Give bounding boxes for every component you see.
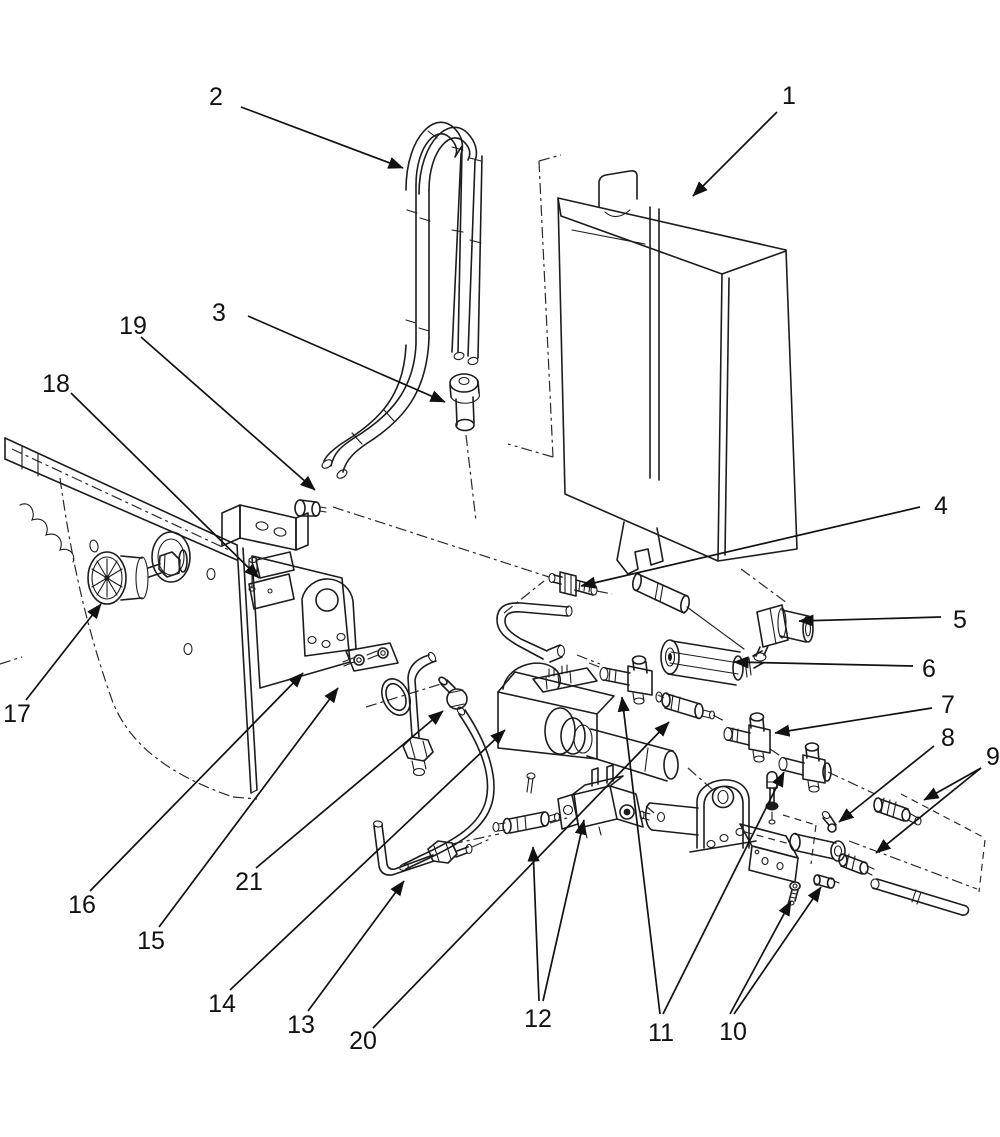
callout-label-11: 11 [648, 1019, 674, 1047]
check-valve-center [655, 691, 716, 720]
pump-bracket [689, 779, 757, 853]
spacer-cylinder [789, 832, 846, 862]
callout-label-7: 7 [941, 691, 955, 719]
callout-label-1: 1 [782, 82, 796, 110]
callout-label-16: 16 [68, 891, 96, 919]
callout-label-9: 9 [986, 743, 1000, 771]
plug-fitting [813, 874, 840, 889]
callout-label-19: 19 [119, 312, 147, 340]
o-ring [381, 678, 411, 716]
callout-label-6: 6 [922, 655, 936, 683]
callout-label-17: 17 [3, 700, 31, 728]
clamp-plate [342, 642, 399, 672]
callout-label-14: 14 [208, 990, 236, 1018]
knurled-fitting-2 [838, 853, 875, 876]
callouts: 1 2 3 4 5 6 7 8 9 10 11 12 13 14 15 16 1… [3, 82, 1000, 1055]
tube-stub [631, 572, 745, 650]
elbow-pipe [496, 602, 573, 663]
tube-fitting [449, 373, 480, 432]
tee-fitting-2 [723, 712, 771, 763]
check-valve-left [492, 811, 561, 835]
bulkhead-fitting [294, 499, 327, 517]
l-tube [372, 820, 493, 876]
callout-label-15: 15 [137, 927, 165, 955]
mounting-panel [4, 437, 258, 794]
vibration-pump [497, 662, 679, 794]
callout-label-3: 3 [212, 299, 226, 327]
callout-label-12: 12 [524, 1005, 552, 1033]
callout-label-13: 13 [287, 1011, 315, 1039]
l-bracket [739, 814, 817, 883]
compression-fitting [438, 676, 468, 710]
water-tank [557, 170, 798, 575]
elbow-nipple [821, 811, 837, 833]
callout-label-18: 18 [42, 370, 70, 398]
expansion-canister [660, 639, 764, 686]
tube-nut [402, 651, 437, 777]
bracket-bar [639, 802, 699, 836]
callout-label-5: 5 [953, 606, 967, 634]
callout-label-4: 4 [934, 492, 948, 520]
callout-label-21: 21 [235, 868, 263, 896]
tee-fitting-1 [599, 655, 653, 705]
u-tube [321, 121, 483, 479]
solenoid-valve [557, 764, 644, 839]
drain-tube [870, 878, 970, 916]
callout-label-20: 20 [349, 1027, 377, 1055]
callout-label-8: 8 [941, 724, 955, 752]
knurled-fitting-1 [873, 797, 922, 826]
elbow-fitting [753, 604, 814, 662]
callout-label-10: 10 [719, 1018, 747, 1046]
centerlines [0, 154, 986, 893]
leader-lines [25, 106, 982, 1029]
pressure-gauge [87, 531, 191, 605]
tee-fitting-3 [778, 742, 832, 793]
keyhole-plate [301, 578, 357, 657]
callout-label-2: 2 [209, 83, 223, 111]
inlet-hose [399, 706, 495, 871]
